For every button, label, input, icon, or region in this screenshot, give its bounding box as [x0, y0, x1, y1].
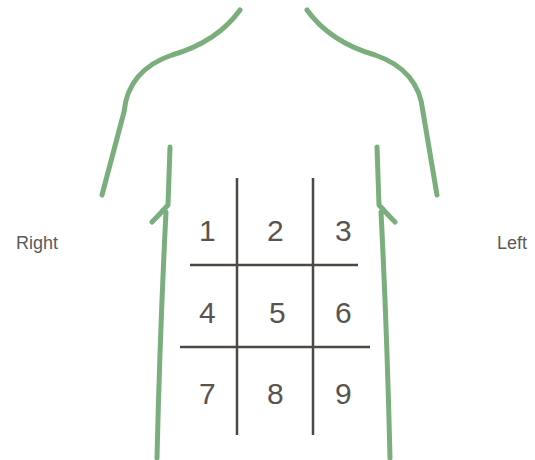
- left-torso-outline: [152, 147, 170, 458]
- region-number: 8: [267, 379, 284, 409]
- region-number: 1: [199, 216, 216, 246]
- grid-line: [236, 178, 239, 435]
- right-shoulder-outline: [307, 10, 437, 195]
- region-number: 3: [335, 216, 352, 246]
- side-label: Left: [497, 234, 527, 252]
- right-torso-outline: [377, 147, 395, 458]
- region-number: 9: [335, 379, 352, 409]
- region-number: 7: [199, 379, 216, 409]
- side-label: Right: [16, 234, 58, 252]
- region-number: 4: [199, 298, 216, 328]
- grid-line: [312, 178, 315, 435]
- grid-line: [180, 346, 370, 349]
- region-number: 2: [267, 216, 284, 246]
- region-number: 6: [335, 298, 352, 328]
- region-number: 5: [269, 298, 286, 328]
- grid-line: [190, 264, 358, 267]
